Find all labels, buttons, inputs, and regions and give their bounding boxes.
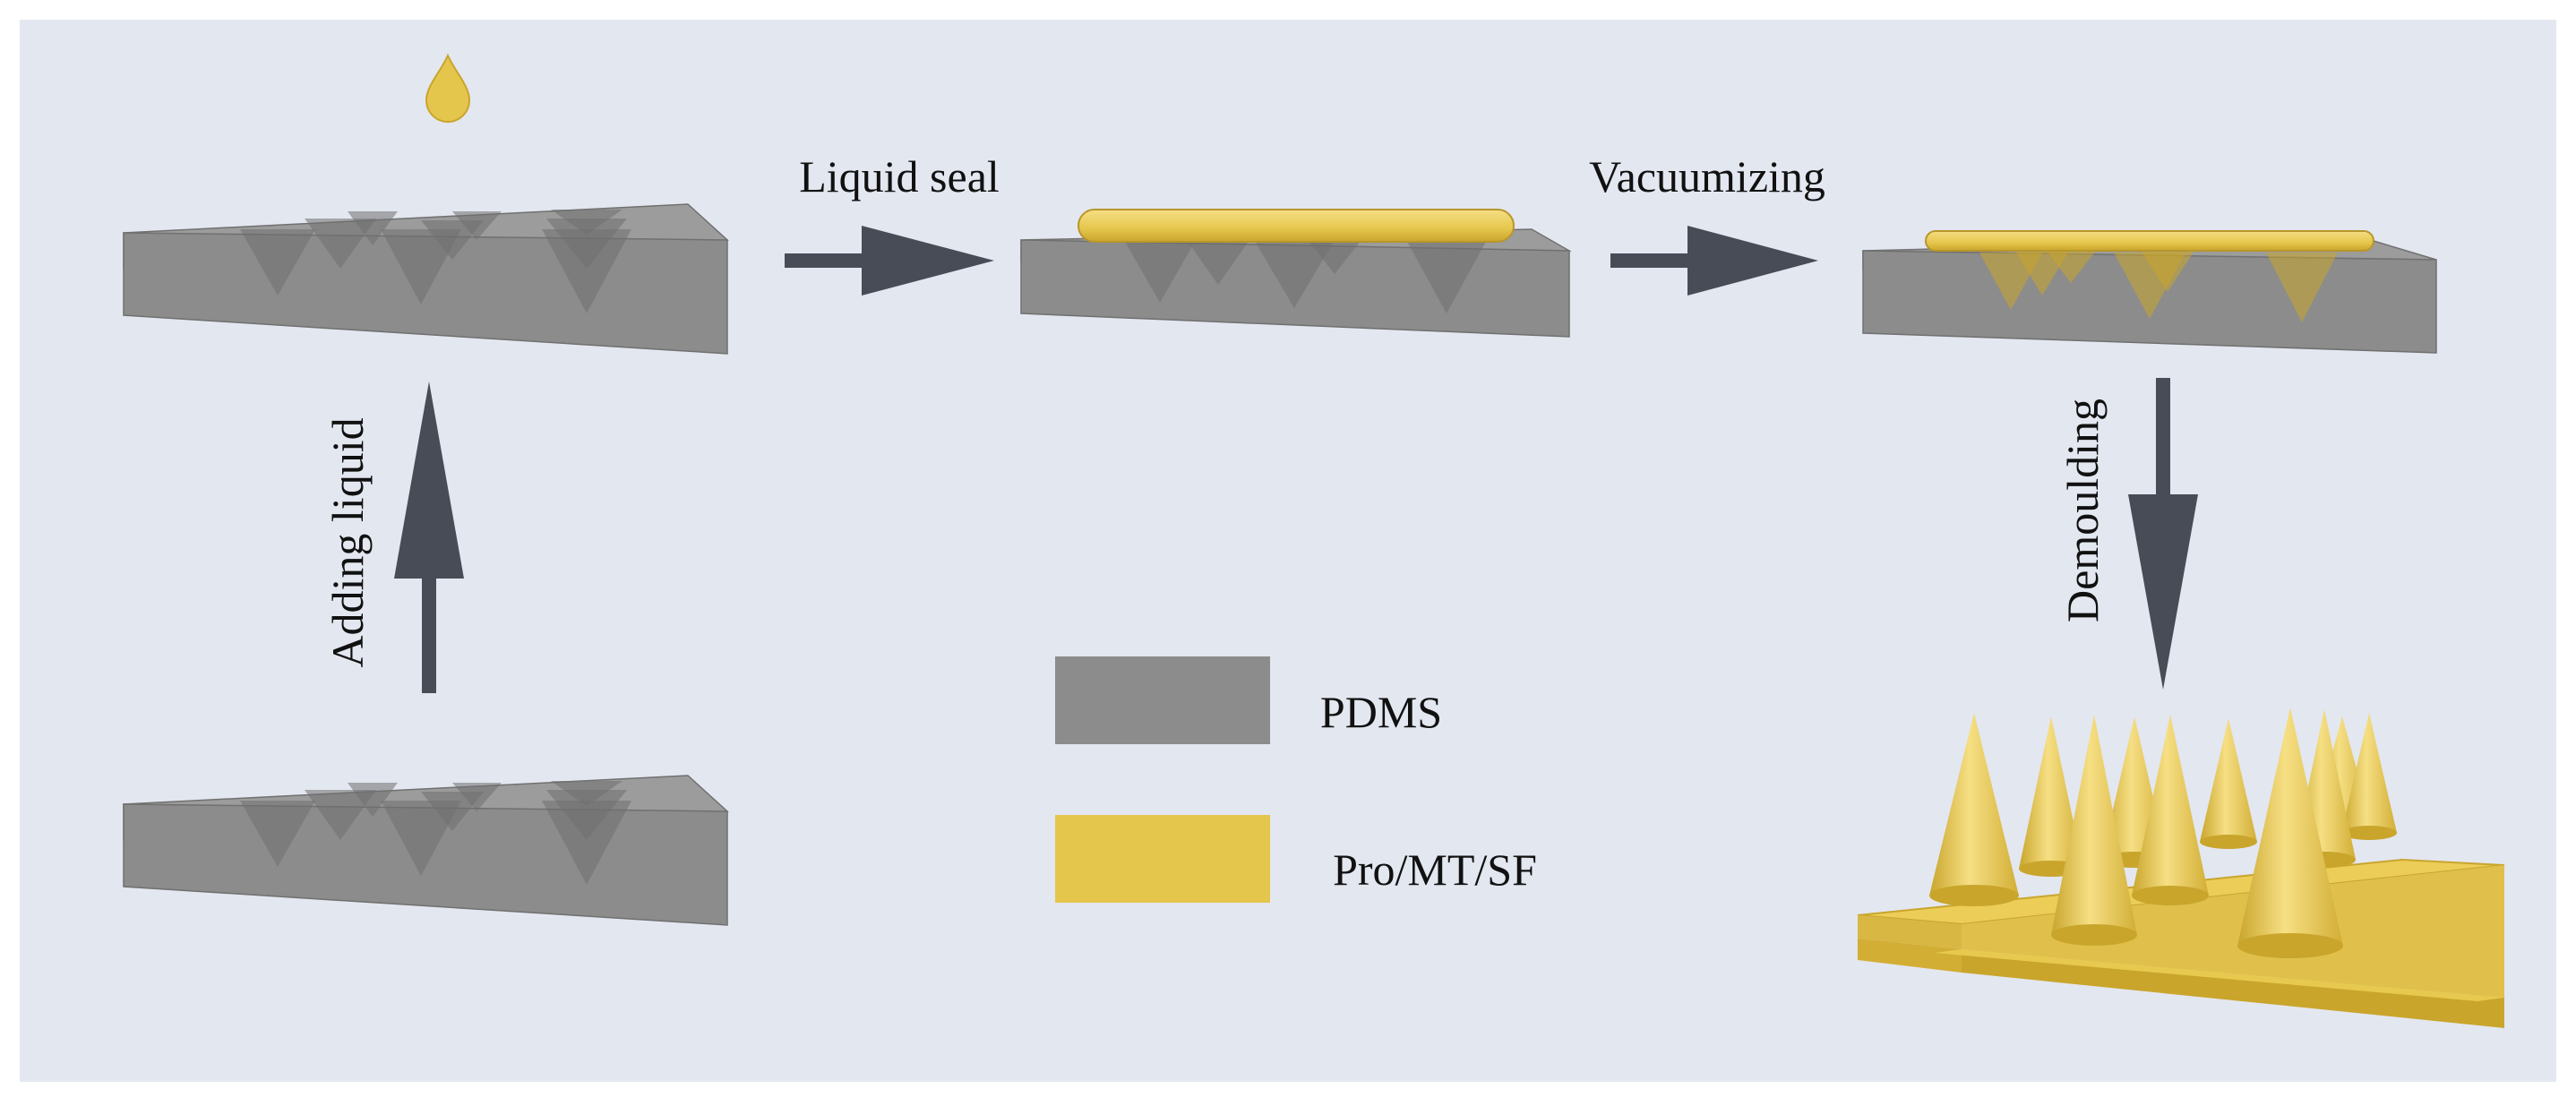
pdms-mold-top-left bbox=[123, 203, 729, 355]
step-label-demoulding: Demoulding bbox=[2057, 399, 2108, 622]
microneedle-array bbox=[1857, 707, 2505, 1028]
legend-label-pdms: PDMS bbox=[1320, 687, 1442, 737]
step-label-adding-liquid: Adding liquid bbox=[322, 417, 373, 667]
legend-swatch-pro-mt-sf bbox=[1055, 815, 1270, 903]
step-label-liquid-seal: Liquid seal bbox=[799, 151, 1000, 201]
pdms-mold-bottom-left bbox=[123, 775, 729, 926]
legend-swatch-pdms bbox=[1055, 656, 1270, 744]
legend-label-pro-mt-sf: Pro/MT/SF bbox=[1333, 845, 1537, 895]
legend: PDMS Pro/MT/SF bbox=[1055, 656, 1537, 903]
vacuumized-layer bbox=[1925, 230, 2374, 252]
arrow-up-adding-liquid bbox=[394, 382, 464, 693]
arrow-right-vacuumizing bbox=[1610, 226, 1818, 296]
pdms-mold-vacuumized bbox=[1862, 230, 2437, 354]
pdms-mold-liquid-seal bbox=[1020, 209, 1572, 338]
liquid-droplet bbox=[425, 53, 471, 123]
step-label-vacuumizing: Vacuumizing bbox=[1589, 151, 1825, 201]
arrow-right-liquid-seal bbox=[785, 226, 994, 296]
arrow-down-demoulding bbox=[2128, 378, 2198, 690]
liquid-seal-layer bbox=[1078, 209, 1515, 243]
